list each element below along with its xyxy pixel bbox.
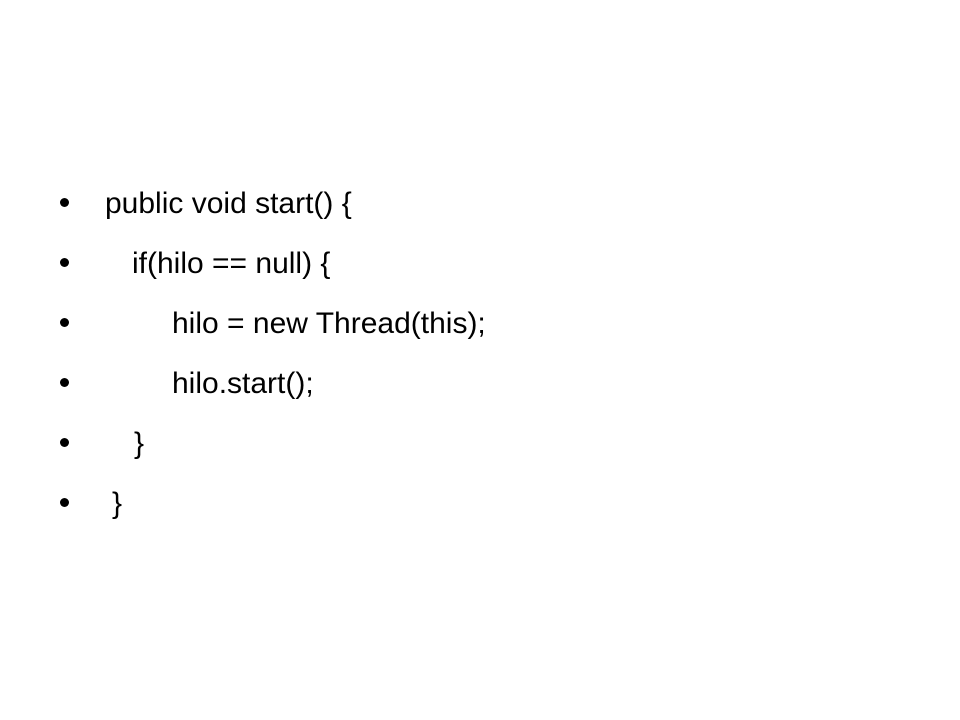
code-line: hilo = new Thread(this);: [172, 307, 486, 340]
code-line: hilo.start();: [172, 367, 314, 400]
bullet-icon: [60, 438, 69, 447]
code-line: if(hilo == null) {: [132, 247, 331, 280]
bullet-icon: [60, 258, 69, 267]
list-item: hilo = new Thread(this);: [60, 298, 486, 358]
bullet-icon: [60, 318, 69, 327]
list-item: if(hilo == null) {: [60, 238, 330, 298]
bullet-icon: [60, 498, 69, 507]
list-item: }: [60, 418, 144, 478]
list-item: hilo.start();: [60, 358, 314, 418]
code-line: }: [112, 487, 123, 520]
list-item: public void start() {: [60, 178, 352, 238]
bullet-icon: [60, 198, 69, 207]
code-line: }: [134, 427, 145, 460]
list-item: }: [60, 478, 122, 538]
code-bullet-list: public void start() { if(hilo == null) {…: [60, 178, 486, 538]
code-line: public void start() {: [105, 187, 352, 220]
bullet-icon: [60, 378, 69, 387]
